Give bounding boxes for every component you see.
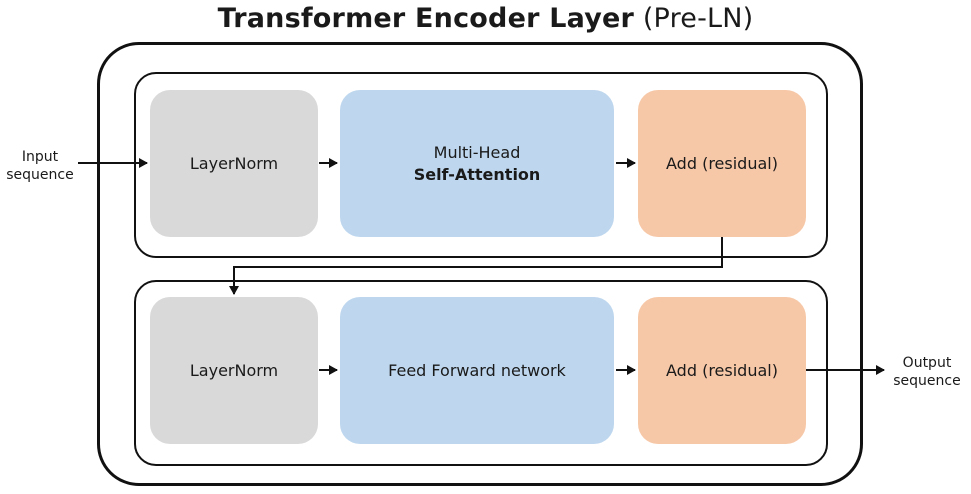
- add-residual-2-label: Add (residual): [666, 360, 778, 380]
- self-attention-label-line2: Self-Attention: [413, 164, 541, 184]
- add-residual-1-box: Add (residual): [638, 90, 806, 237]
- layernorm-2-box: LayerNorm: [150, 297, 318, 444]
- title-variant: (Pre-LN): [642, 3, 754, 34]
- attention-sublayer-block: [134, 72, 828, 258]
- output-label-line2: sequence: [893, 373, 961, 389]
- layernorm-1-box: LayerNorm: [150, 90, 318, 237]
- output-sequence-label: Output sequence: [886, 354, 968, 390]
- feed-forward-box: Feed Forward network: [340, 297, 614, 444]
- output-label-line1: Output: [902, 355, 952, 371]
- arrow-add-to-layernorm-2: [229, 237, 723, 295]
- title-main: Transformer Encoder Layer: [217, 3, 635, 34]
- ffn-sublayer-block: [134, 280, 828, 466]
- input-sequence-label: Input sequence: [2, 148, 78, 184]
- layernorm-2-label: LayerNorm: [189, 360, 279, 380]
- add-residual-2-box: Add (residual): [638, 297, 806, 444]
- input-label-line1: Input: [21, 149, 59, 165]
- layernorm-1-label: LayerNorm: [189, 153, 279, 173]
- encoder-layer-container: [97, 42, 863, 486]
- input-label-line2: sequence: [6, 167, 74, 183]
- add-residual-1-label: Add (residual): [666, 153, 778, 173]
- self-attention-label-line1: Multi-Head: [433, 142, 521, 162]
- self-attention-box: Multi-Head Self-Attention: [340, 90, 614, 237]
- feed-forward-label: Feed Forward network: [388, 360, 566, 380]
- diagram-title: Transformer Encoder Layer (Pre-LN): [0, 0, 971, 38]
